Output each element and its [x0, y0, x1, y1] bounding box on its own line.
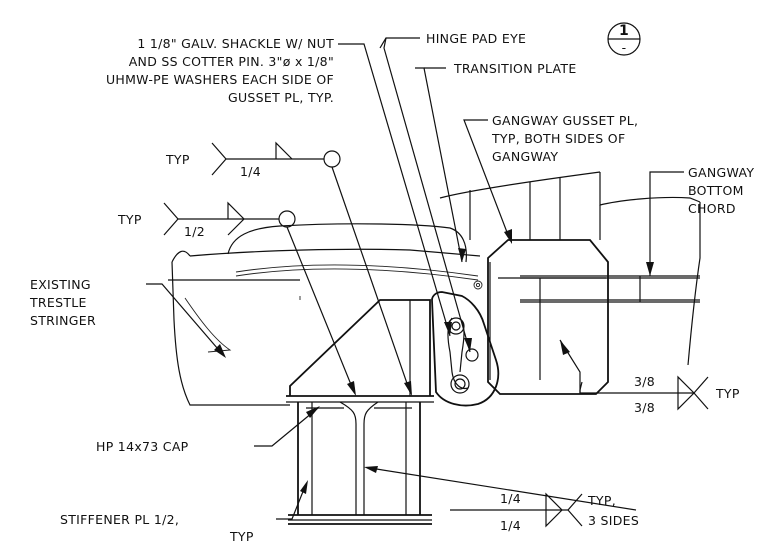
weld-1-2-tail: TYP	[117, 212, 142, 227]
gangway-frame	[439, 171, 701, 366]
hp-14x73-cap-pile	[288, 401, 432, 525]
shackle-line-2: AND SS COTTER PIN. 3"ø x 1/8"	[129, 54, 334, 69]
gusset-line-1: GANGWAY GUSSET PL,	[492, 113, 638, 128]
shackle-line-1: 1 1/8" GALV. SHACKLE W/ NUT	[137, 36, 334, 51]
weld-1-4-3s-tail-line2: 3 SIDES	[588, 513, 639, 528]
detail-number: 1	[619, 23, 629, 39]
gusset-line-2: TYP, BOTH SIDES OF	[491, 131, 625, 146]
transition-plate	[227, 223, 483, 290]
detail-bubble: 1 -	[607, 22, 641, 56]
callout-hp-cap: HP 14x73 CAP	[96, 439, 189, 454]
shackle-line-3: UHMW-PE WASHERS EACH SIDE OF	[106, 72, 334, 87]
bottom-chord-line-1: GANGWAY	[688, 165, 754, 180]
existing-stringer-line-2: TRESTLE	[29, 295, 87, 310]
weld-1-4-size: 1/4	[240, 164, 261, 179]
weld-3-8-size-bottom: 3/8	[634, 400, 655, 415]
callout-stiffener: STIFFENER PL 1/2, TYP	[60, 512, 254, 544]
weld-1-2-size: 1/2	[184, 224, 205, 239]
hp-cap-label: HP 14x73 CAP	[96, 439, 189, 454]
callout-shackle: 1 1/8" GALV. SHACKLE W/ NUT AND SS COTTE…	[106, 36, 334, 105]
existing-stringer-line-1: EXISTING	[30, 277, 91, 292]
weld-symbol-1-4: TYP 1/4	[165, 141, 324, 179]
weld-3-8-tail: TYP	[715, 386, 740, 401]
callout-gusset: GANGWAY GUSSET PL, TYP, BOTH SIDES OF GA…	[491, 113, 638, 164]
existing-stringer-line-3: STRINGER	[30, 313, 96, 328]
callout-transition: TRANSITION PLATE	[424, 61, 577, 76]
gusset-line-3: GANGWAY	[492, 149, 558, 164]
callout-existing-stringer: EXISTING TRESTLE STRINGER	[29, 277, 96, 328]
weld-1-4-3s-tail-line1: TYP,	[587, 493, 616, 508]
shackle-line-4: GUSSET PL, TYP.	[228, 90, 334, 105]
pile-cap-bracket	[286, 296, 434, 403]
weld-3-8-size-top: 3/8	[634, 374, 655, 389]
detail-sheet: -	[622, 40, 627, 55]
gangway-gusset-plate	[487, 239, 609, 395]
weld-1-4-3s-size-bottom: 1/4	[500, 518, 521, 533]
stiffener-line-1: STIFFENER PL 1/2,	[60, 512, 179, 527]
bottom-chord-line-2: BOTTOM	[688, 183, 744, 198]
weld-1-4-3s-size-top: 1/4	[500, 491, 521, 506]
transition-plate-label: TRANSITION PLATE	[453, 61, 577, 76]
weld-symbol-1-2: TYP 1/2	[117, 201, 279, 239]
callout-hinge: HINGE PAD EYE	[402, 31, 526, 46]
hinge-pad-eye-label: HINGE PAD EYE	[426, 31, 526, 46]
weld-symbol-3-8: 3/8 3/8 TYP	[632, 374, 740, 415]
callout-bottom-chord: GANGWAY BOTTOM CHORD	[688, 165, 754, 216]
weld-symbol-1-4-3-sides: 1/4 1/4 TYP, 3 SIDES	[450, 491, 639, 533]
stiffener-line-2: TYP	[229, 529, 254, 544]
bottom-chord-line-3: CHORD	[688, 201, 736, 216]
weld-1-4-tail: TYP	[165, 152, 190, 167]
existing-trestle-stringer	[168, 248, 481, 406]
